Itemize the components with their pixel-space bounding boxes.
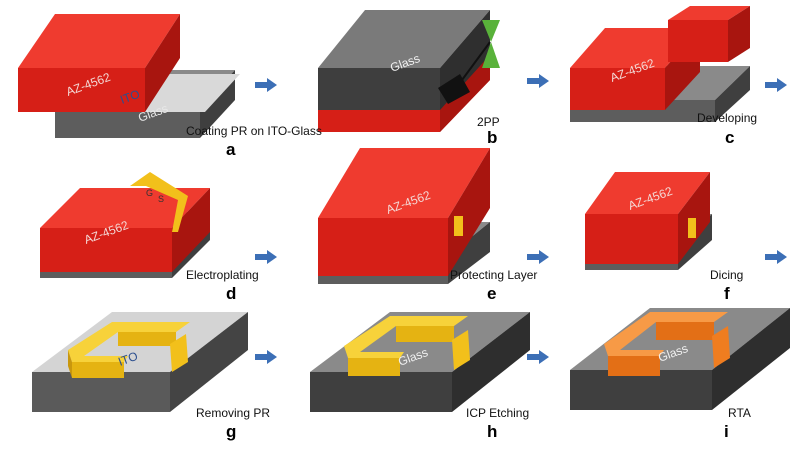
panel-b-laser-line <box>461 41 491 81</box>
panel-f-illustration: AZ-4562 <box>585 172 712 270</box>
panel-e-pr-front <box>318 218 448 276</box>
panel-h-gold-top <box>344 316 468 358</box>
panel-i-base-front <box>570 370 712 410</box>
panel-a-pr-front <box>18 68 145 112</box>
panel-a-caption: Coating PR on ITO-Glass <box>186 124 322 138</box>
panel-c-small-pr-front <box>668 20 728 62</box>
panel-b-caption: 2PP <box>477 115 500 129</box>
panel-d-illustration: G S AZ-4562 <box>40 172 210 278</box>
panel-c-small-pr-top <box>668 6 750 20</box>
panel-g-caption: Removing PR <box>196 406 271 420</box>
panel-g-gold-right-leg <box>170 334 188 372</box>
panel-b-laser-upper-cone <box>482 20 500 42</box>
panel-e-gold-edge <box>454 216 463 236</box>
panel-i-base-side <box>712 308 790 410</box>
panel-e-caption: Protecting Layer <box>450 268 538 282</box>
panel-f-pr-front <box>585 214 678 264</box>
panel-c-illustration: AZ-4562 <box>570 6 750 122</box>
panel-a-pr-side <box>145 14 180 112</box>
panel-g-illustration: ITO <box>32 312 248 412</box>
panel-b-letter: b <box>487 128 498 147</box>
panel-b-glass-front <box>318 68 440 110</box>
panel-c-letter: c <box>725 128 735 147</box>
panel-d-pr-front <box>40 228 172 272</box>
panel-d-pr-top <box>40 188 210 228</box>
panel-f-gold-edge <box>688 218 696 238</box>
panel-a-letter: a <box>226 140 236 159</box>
right-arrow-icon <box>527 250 549 264</box>
panel-g-gold-wall-front <box>72 362 124 378</box>
panel-e-glass-side <box>448 222 490 284</box>
panel-f-caption: Dicing <box>710 268 744 282</box>
panel-i-anneal-wall-front <box>608 356 660 376</box>
panel-e-illustration: AZ-4562 <box>318 148 490 284</box>
right-arrow-icon <box>527 74 549 88</box>
panel-g-base-front <box>32 372 170 412</box>
panel-d-gold-fill <box>130 172 188 232</box>
panel-c-glass-side <box>715 66 750 122</box>
panel-a-label-ito: ITO <box>118 87 141 107</box>
panel-a-pr-top <box>18 14 180 68</box>
panel-d-pr-side <box>172 188 210 272</box>
panel-g-base-side <box>170 312 248 412</box>
panel-i-anneal-top <box>604 312 728 356</box>
right-arrow-icon <box>255 78 277 92</box>
panel-c-small-pr-side <box>728 6 750 62</box>
right-arrow-icon <box>255 250 277 264</box>
panel-a-glass-front <box>55 108 200 138</box>
panel-d-label-g: G <box>146 188 153 198</box>
panel-d-caption: Electroplating <box>186 268 259 282</box>
panel-e-pr-top <box>318 148 490 218</box>
panel-g-letter: g <box>226 422 237 441</box>
panel-b-exposed-region <box>438 74 470 104</box>
panel-h-illustration: Glass <box>310 312 530 412</box>
panel-c-caption: Developing <box>697 111 758 125</box>
panel-e-letter: e <box>487 284 497 303</box>
panel-c-pr-front <box>570 68 665 110</box>
right-arrow-icon <box>765 250 787 264</box>
panel-h-gold-right-leg <box>452 330 470 370</box>
panel-i-caption: RTA <box>728 406 751 420</box>
panel-d-letter: d <box>226 284 237 303</box>
panel-g-gold-wall-back <box>118 332 176 346</box>
panel-f-letter: f <box>724 284 730 303</box>
panel-h-gold-wall-front <box>348 358 400 376</box>
panel-i-anneal-wall-back <box>656 322 714 340</box>
panel-d-label-s: S <box>158 194 164 204</box>
panel-i-anneal-right-leg <box>712 326 730 368</box>
panel-h-gold-wall-back <box>396 326 454 342</box>
panel-h-letter: h <box>487 422 498 441</box>
panel-f-pr-top <box>585 172 710 214</box>
panel-h-base-front <box>310 372 452 412</box>
panel-h-base-side <box>452 312 530 412</box>
panel-b-laser-lower-cone <box>482 42 500 68</box>
right-arrow-icon <box>765 78 787 92</box>
panel-a-illustration: AZ-4562 ITO Glass <box>18 14 240 138</box>
panel-i-illustration: Glass <box>570 308 790 410</box>
panel-b-glass-top <box>318 10 490 68</box>
right-arrow-icon <box>527 350 549 364</box>
panel-i-letter: i <box>724 422 729 441</box>
panel-c-pr-top <box>570 28 700 68</box>
panel-b-illustration: Glass <box>318 10 500 132</box>
panel-e-pr-side <box>448 148 490 276</box>
panel-h-caption: ICP Etching <box>466 406 530 420</box>
panel-g-gold-wall-left <box>68 350 72 378</box>
right-arrow-icon <box>255 350 277 364</box>
panel-g-label-ito: ITO <box>116 349 139 369</box>
